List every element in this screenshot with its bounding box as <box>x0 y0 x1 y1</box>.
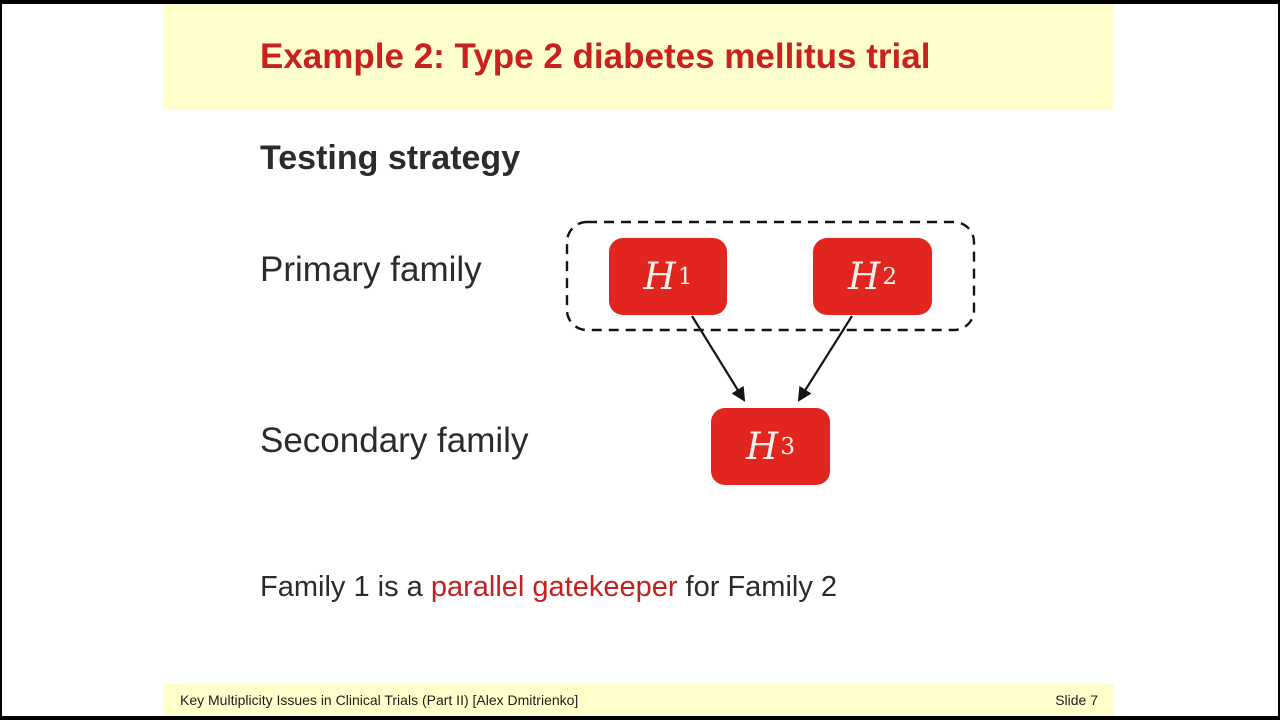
arrow-h1-to-h3 <box>691 315 746 402</box>
footer-slide-number: Slide 7 <box>1055 692 1098 708</box>
arrow-h2-to-h3 <box>797 315 853 402</box>
row-label-secondary-family: Secondary family <box>260 421 529 460</box>
slide-footer-band: Key Multiplicity Issues in Clinical Tria… <box>163 684 1114 716</box>
node-h3-label: H <box>746 425 779 468</box>
note-prefix: Family 1 is a <box>260 571 431 603</box>
letterbox-bottom <box>0 716 1280 720</box>
section-heading: Testing strategy <box>260 139 521 177</box>
footer-title: Key Multiplicity Issues in Clinical Tria… <box>180 692 579 708</box>
node-h2-label: H <box>848 255 881 298</box>
letterbox-right <box>1278 0 1280 720</box>
letterbox-top <box>0 0 1280 4</box>
note-suffix: for Family 2 <box>677 571 838 603</box>
row-label-primary-family: Primary family <box>260 250 482 289</box>
node-h1-label: H <box>643 255 676 298</box>
slide-header-band: Example 2: Type 2 diabetes mellitus tria… <box>163 4 1114 110</box>
letterbox-left <box>0 0 2 720</box>
slide-title: Example 2: Type 2 diabetes mellitus tria… <box>260 37 931 76</box>
note-highlight: parallel gatekeeper <box>430 571 678 603</box>
note-text: Family 1 is a parallel gatekeeper for Fa… <box>260 571 837 604</box>
